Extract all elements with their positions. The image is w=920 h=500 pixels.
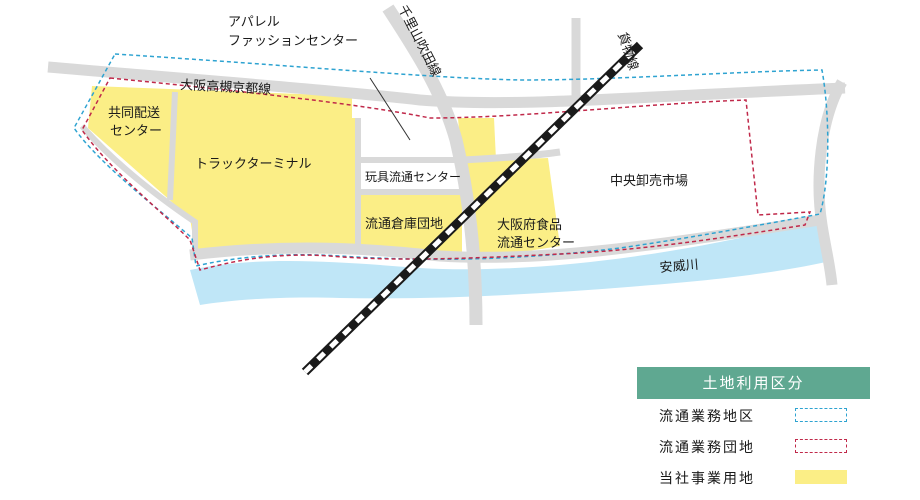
label-aiga-river: 安威川 <box>659 258 699 276</box>
legend-title: 土地利用区分 <box>637 367 870 399</box>
legend-item-chiku: 流通業務地区 <box>637 402 870 430</box>
road-osaka-takatsuki-kyoto <box>47 61 846 109</box>
label-kyodo-line1: 共同配送 <box>108 106 160 121</box>
road-west-edge <box>79 124 198 252</box>
road-east-curve <box>813 79 847 286</box>
road-kyodo-divider <box>167 91 178 201</box>
legend-item-company-land: 当社事業用地 <box>637 464 870 492</box>
legend-swatch-red-dashed <box>795 439 847 453</box>
label-shokuhin-line2: 流通センター <box>497 236 575 251</box>
legend-label: 流通業務地区 <box>659 409 755 425</box>
label-chuo-oroshiuri: 中央卸売市場 <box>610 173 688 189</box>
road-senri-yamada <box>382 4 483 326</box>
legend-swatch-blue-dashed <box>795 408 847 422</box>
legend-swatch-yellow <box>795 470 847 484</box>
legend: 土地利用区分 流通業務地区 流通業務団地 当社事業用地 <box>637 367 870 492</box>
leader-line-apparel <box>369 77 411 141</box>
label-kyodo-line2: センター <box>110 124 162 139</box>
boundary-ryutsu-gyomu-chiku <box>73 53 829 267</box>
label-osaka-takatsuki-kyoto: 大阪高槻京都線 <box>180 77 272 98</box>
label-apparel-line2: ファッションセンター <box>228 34 358 49</box>
label-ryutsu-soko: 流通倉庫団地 <box>365 217 443 232</box>
land-shokuhin <box>458 118 560 260</box>
label-gangu: 玩具流通センター <box>365 170 461 184</box>
boundary-ryutsu-gyomu-danchi <box>81 77 812 271</box>
river <box>190 222 826 305</box>
road-shokuhin-top <box>461 148 561 164</box>
legend-label: 当社事業用地 <box>659 471 755 487</box>
label-shokuhin-line1: 大阪府食品 <box>497 217 562 233</box>
label-truck-terminal: トラックターミナル <box>195 157 311 172</box>
road-south-bank <box>189 214 821 263</box>
land-kyodo-truck <box>88 86 360 250</box>
legend-label: 流通業務団地 <box>659 440 755 456</box>
legend-item-danchi: 流通業務団地 <box>637 433 870 461</box>
railway-freight-line <box>301 41 644 376</box>
label-apparel-line1: アパレル <box>228 15 280 30</box>
roads <box>47 4 847 326</box>
